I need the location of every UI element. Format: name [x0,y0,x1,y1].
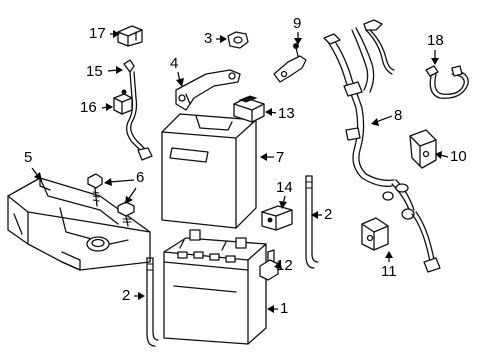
wiring-harness [323,19,441,273]
callout-18: 18 [427,32,444,49]
callout-12: 12 [276,257,293,274]
callout-13: 13 [278,105,295,122]
callout-8: 8 [394,107,403,124]
battery [163,229,267,345]
callout-17: 17 [89,25,106,42]
nut [227,31,249,49]
harness-bracket [273,43,307,83]
terminal-cover [261,205,293,231]
callout-6: 6 [136,169,145,186]
harness-bracket-right [409,129,437,169]
cable-terminal [113,89,133,115]
callout-9: 9 [293,15,302,32]
callout-1: 1 [280,300,289,317]
leader-lines [31,30,449,313]
callout-7: 7 [276,149,285,166]
terminal-clamp [259,249,279,281]
callout-2-left: 2 [122,287,131,304]
callout-3: 3 [204,30,213,47]
battery-tray [7,177,151,271]
bracket [175,69,241,111]
callout-11: 11 [381,263,397,280]
loop-harness [425,65,469,99]
callout-2-right: 2 [324,206,333,223]
hold-down-rod-right [305,175,319,269]
connector-block [233,95,265,123]
hold-down-rod-left [146,257,159,347]
callout-15: 15 [86,63,103,80]
battery-cover [161,113,257,229]
callout-4: 4 [170,55,179,72]
callout-16: 16 [80,99,97,116]
connector-clip [117,25,143,47]
callout-14: 14 [276,179,293,196]
callout-5: 5 [24,149,33,166]
callout-10: 10 [450,148,467,165]
lower-bracket [361,217,389,251]
